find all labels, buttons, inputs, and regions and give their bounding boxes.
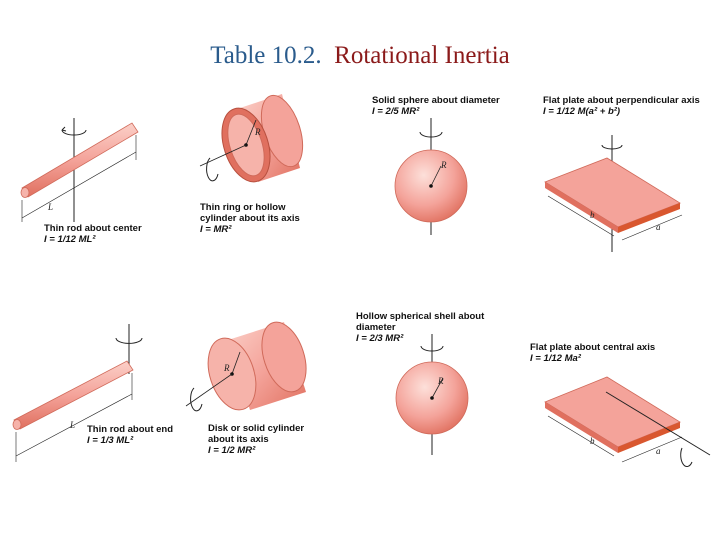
caption-hollow-sphere: Hollow spherical shell about diameter I … [356, 311, 516, 344]
symbol-L: L [70, 420, 76, 430]
rotation-axis [185, 373, 233, 407]
caption-label: Thin rod about end [87, 424, 174, 435]
caption-label: Hollow spherical shell about diameter [356, 311, 485, 333]
rotation-arrow-icon [601, 144, 623, 150]
symbol-a: a [656, 222, 661, 232]
thin-rod-end-figure [12, 324, 143, 462]
rod [13, 360, 134, 430]
caption-formula: I = 1/3 ML² [87, 435, 134, 446]
title-text: Rotational Inertia [334, 42, 510, 69]
caption-formula: I = 1/12 M(a² + b²) [543, 106, 621, 117]
symbol-L: L [48, 202, 54, 212]
rotation-arrow-icon [419, 131, 443, 138]
a-dimension [621, 214, 683, 241]
caption-flat-plate-central: Flat plate about central axis I = 1/12 M… [530, 342, 660, 364]
disk-figure [185, 321, 307, 412]
symbol-R: R [438, 376, 444, 386]
flat-plate-central-figure [544, 376, 711, 468]
caption-solid-sphere: Solid sphere about diameter I = 2/5 MR² [372, 95, 502, 117]
page-title: Table 10.2. Rotational Inertia [0, 42, 720, 70]
rotation-arrow-icon [115, 337, 143, 344]
symbol-b: b [590, 436, 595, 446]
a-dimension [621, 436, 683, 463]
caption-label: Flat plate about perpendicular axis [543, 95, 700, 106]
rotation-axis [605, 391, 711, 456]
caption-label: Flat plate about central axis [530, 342, 656, 353]
rotation-arrow-icon [680, 447, 693, 468]
length-dimension [21, 151, 137, 219]
symbol-R: R [441, 160, 447, 170]
caption-label: Disk or solid cylinder about its axis [208, 423, 305, 445]
thin-rod-center-figure [20, 118, 139, 222]
flat-plate-perp-figure [544, 135, 683, 252]
caption-formula: I = 1/12 Ma² [530, 353, 581, 364]
plate-top [544, 376, 681, 448]
symbol-R: R [224, 363, 230, 373]
b-dimension [547, 415, 615, 457]
caption-label: Thin ring or hollow cylinder about its a… [200, 202, 300, 224]
thin-ring-figure [199, 94, 304, 183]
caption-formula: I = 2/5 MR² [372, 106, 420, 117]
b-dimension [547, 195, 615, 237]
caption-formula: I = 2/3 MR² [356, 333, 404, 344]
rotation-arrow-icon [206, 157, 219, 182]
rotation-arrow-icon [420, 345, 444, 352]
title-number: Table 10.2. [210, 42, 322, 69]
caption-flat-plate-perp: Flat plate about perpendicular axis I = … [543, 95, 708, 117]
caption-label: Thin rod about center [44, 223, 142, 234]
symbol-b: b [590, 210, 595, 220]
solid-sphere-figure [394, 118, 468, 235]
caption-formula: I = 1/2 MR² [208, 445, 256, 456]
caption-thin-ring: Thin ring or hollow cylinder about its a… [200, 202, 318, 235]
rotation-arrow-icon [61, 129, 87, 136]
caption-formula: I = 1/12 ML² [44, 234, 96, 245]
length-dimension [15, 393, 133, 457]
caption-thin-rod-end: Thin rod about end I = 1/3 ML² [87, 424, 173, 446]
rotation-arrow-icon [190, 387, 203, 412]
caption-label: Solid sphere about diameter [372, 95, 500, 106]
caption-formula: I = MR² [200, 224, 232, 235]
caption-thin-rod-center: Thin rod about center I = 1/12 ML² [44, 223, 144, 245]
hollow-sphere-figure [395, 334, 469, 455]
caption-disk: Disk or solid cylinder about its axis I … [208, 423, 308, 456]
symbol-R: R [255, 127, 261, 137]
symbol-a: a [656, 446, 661, 456]
